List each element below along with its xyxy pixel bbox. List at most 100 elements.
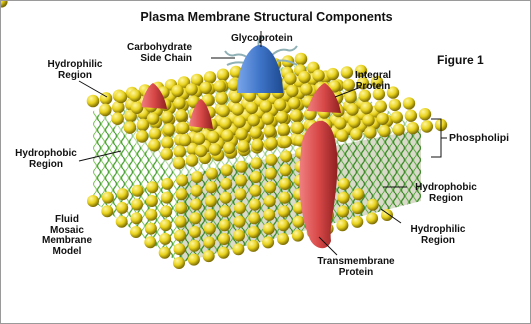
lipid-head [286,85,298,97]
lipid-head [217,105,229,117]
lipid-head [159,247,171,259]
lipid-head [124,121,137,134]
lipid-head [249,126,261,138]
lipid-head [145,209,157,221]
lipid-head [292,230,304,242]
lipid-head [131,102,143,114]
lipid-head [233,230,245,242]
lipid-head [295,53,308,66]
lipid-head [278,219,290,231]
lipid-head [99,104,112,117]
lipid-head [235,128,247,140]
lipid-head [174,230,186,242]
lipid-head [376,113,388,125]
lipid-head [312,69,324,81]
lipid-head [421,120,433,132]
lipid-head [179,134,191,146]
lipid-head [205,195,217,207]
lipid-head [161,111,173,123]
lipid-head [218,233,230,245]
lipid-head [251,139,263,151]
lipid-head [263,223,275,235]
lipid-head [102,192,114,204]
lipid-head [235,175,247,187]
lipid-head [173,97,185,109]
lipid-head [195,145,207,157]
lipid-head [146,195,158,207]
lipid-head [389,99,401,111]
lipid-head [419,108,431,120]
lipid-head [278,206,290,218]
label-hydrophilic-bottom: Hydrophilic Region [403,225,473,246]
lipid-head [378,125,390,137]
lipid-head [265,154,277,166]
lipid-head [148,139,161,152]
lipid-head [191,185,203,197]
lipid-head [250,171,262,183]
lipid-head [189,226,201,238]
lipid-head [173,145,186,158]
lipid-head [203,250,215,262]
lipid-head [185,83,197,95]
lipid-head [298,71,310,83]
lipid-head [223,142,235,154]
lipid-head [174,243,186,255]
lipid-head [249,199,261,211]
lipid-head [280,150,292,162]
label-fluid-mosaic-model: Fluid Mosaic Membrane Model [35,215,99,257]
lipid-head [131,199,143,211]
lipid-head [129,89,141,101]
lipid-head [375,100,387,112]
lipid-head [279,192,291,204]
lipid-head [300,83,312,95]
label-transmembrane-protein: Transmembrane Protein [313,257,399,278]
lipid-head [232,243,244,255]
lipid-head [284,72,296,84]
lipid-head [136,130,149,143]
lipid-head [277,233,289,245]
lipid-head [248,212,260,224]
lipid-head [101,205,113,217]
figure-label: Figure 1 [437,53,484,67]
lipid-head [264,125,276,137]
lipid-head [352,202,364,214]
lipid-head [161,136,174,149]
lipid-head [391,111,403,123]
lipid-head [264,195,276,207]
lipid-head [203,236,215,248]
lipid-head [348,116,360,128]
lipid-head [234,202,246,214]
lipid-head [160,219,172,231]
lipid-head [205,181,217,193]
lipid-head [290,109,302,121]
lipid-head [207,131,219,143]
lipid-head [191,171,203,183]
lipid-head [276,111,288,123]
lipid-head [217,69,230,82]
page-title: Plasma Membrane Structural Components [1,10,531,24]
lipid-head [235,188,247,200]
lipid-head [403,97,415,109]
lipid-head [219,219,231,231]
lipid-head [163,123,175,135]
lipid-head [175,216,187,228]
lipid-head [262,113,274,125]
lipid-head [116,202,128,214]
lipid-head [221,129,233,141]
lipid-head [159,233,171,245]
lipid-head [161,178,173,190]
lipid-head [260,100,272,112]
lipid-head [219,117,231,129]
lipid-head [177,122,189,134]
lipid-head [247,240,259,252]
lipid-head [149,128,162,141]
lipid-head [147,112,159,124]
lipid-head [236,161,248,173]
lipid-head [218,247,230,259]
lipid-head [336,130,348,142]
label-carbohydrate-side-chain: Carbohydrate Side Chain [127,43,192,64]
lipid-head [190,199,202,211]
lipid-head [232,103,244,115]
lipid-head [173,257,185,269]
